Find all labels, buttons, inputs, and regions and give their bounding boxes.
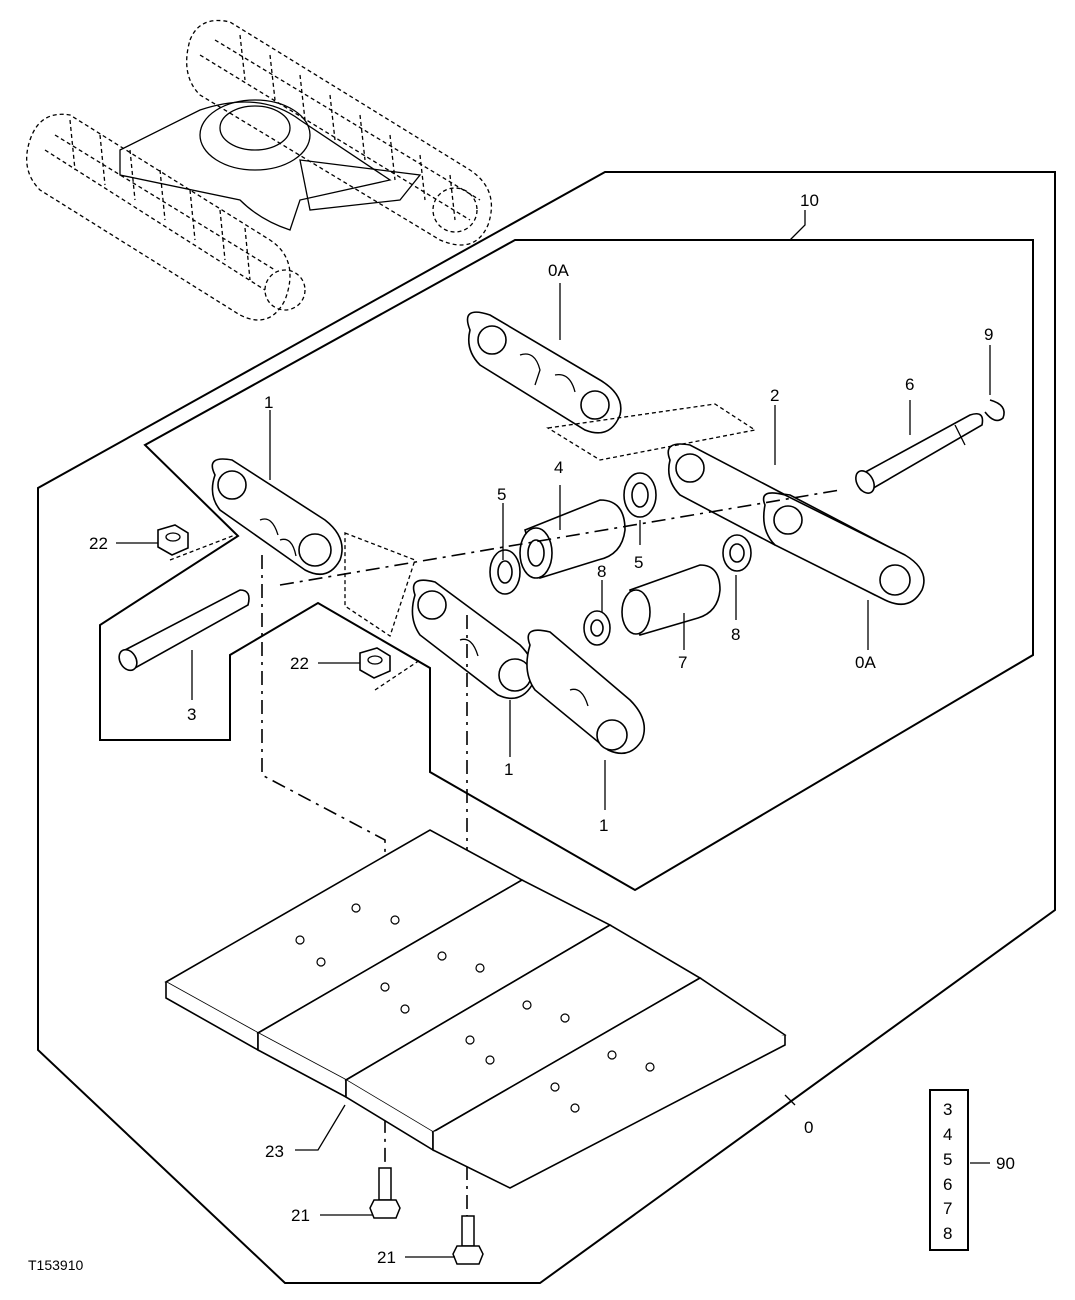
nut-22-mid: [359, 647, 391, 679]
master-link-top: [466, 311, 622, 434]
callout-21-top: 21: [291, 1206, 310, 1225]
kit-item: 4: [943, 1125, 952, 1144]
callout-2: 2: [770, 386, 779, 405]
snap-ring-9: [984, 399, 1005, 422]
assembly-0-outline: [37, 171, 1056, 1284]
callout-8-right: 8: [731, 625, 740, 644]
kit-item: 7: [943, 1199, 952, 1218]
callout-22-top: 22: [89, 534, 108, 553]
bolt-21-top: [369, 1167, 401, 1219]
callout-4: 4: [554, 458, 563, 477]
callout-6: 6: [905, 375, 914, 394]
nut-22-top: [157, 524, 189, 556]
kit-item: 3: [943, 1100, 952, 1119]
figure-id: T153910: [28, 1257, 83, 1273]
callout-22-mid: 22: [290, 654, 309, 673]
bushing-7: [621, 564, 721, 637]
callout-1-bottom: 1: [599, 816, 608, 835]
callout-1-top: 1: [264, 393, 273, 412]
kit-item: 6: [943, 1175, 952, 1194]
callout-0a-right: 0A: [855, 653, 876, 672]
callout-21-bottom: 21: [377, 1248, 396, 1267]
callout-5-right: 5: [634, 553, 643, 572]
kit-item: 8: [943, 1224, 952, 1243]
callout-0a-top: 0A: [548, 261, 569, 280]
seal-5-right: [623, 472, 657, 518]
callout-1-mid: 1: [504, 760, 513, 779]
spacer-8-mid: [583, 610, 611, 646]
callout-8-mid: 8: [597, 562, 606, 581]
bolt-21-bottom: [452, 1215, 484, 1265]
pin-6: [855, 412, 984, 494]
kit-item: 5: [943, 1150, 952, 1169]
track-shoes-23: [164, 829, 787, 1189]
bushing-4: [519, 499, 626, 580]
spacer-8-right: [722, 534, 752, 572]
callout-90: 90: [996, 1154, 1015, 1173]
callout-0: 0: [804, 1118, 813, 1137]
link-1-bottom: [526, 629, 646, 755]
kit-box: 3 4 5 6 7 8 90: [929, 1089, 1015, 1251]
master-link-right: [762, 492, 925, 606]
pin-3: [118, 589, 250, 672]
link-1-top: [211, 458, 343, 576]
callout-3: 3: [187, 705, 196, 724]
undercarriage-sketch: [26, 19, 492, 321]
callout-10: 10: [800, 191, 819, 210]
callout-23: 23: [265, 1142, 284, 1161]
seal-5-left: [489, 549, 521, 595]
callout-9: 9: [984, 325, 993, 344]
assembly-10-outline: [99, 239, 1034, 892]
callout-5-left: 5: [497, 485, 506, 504]
callout-7: 7: [678, 653, 687, 672]
